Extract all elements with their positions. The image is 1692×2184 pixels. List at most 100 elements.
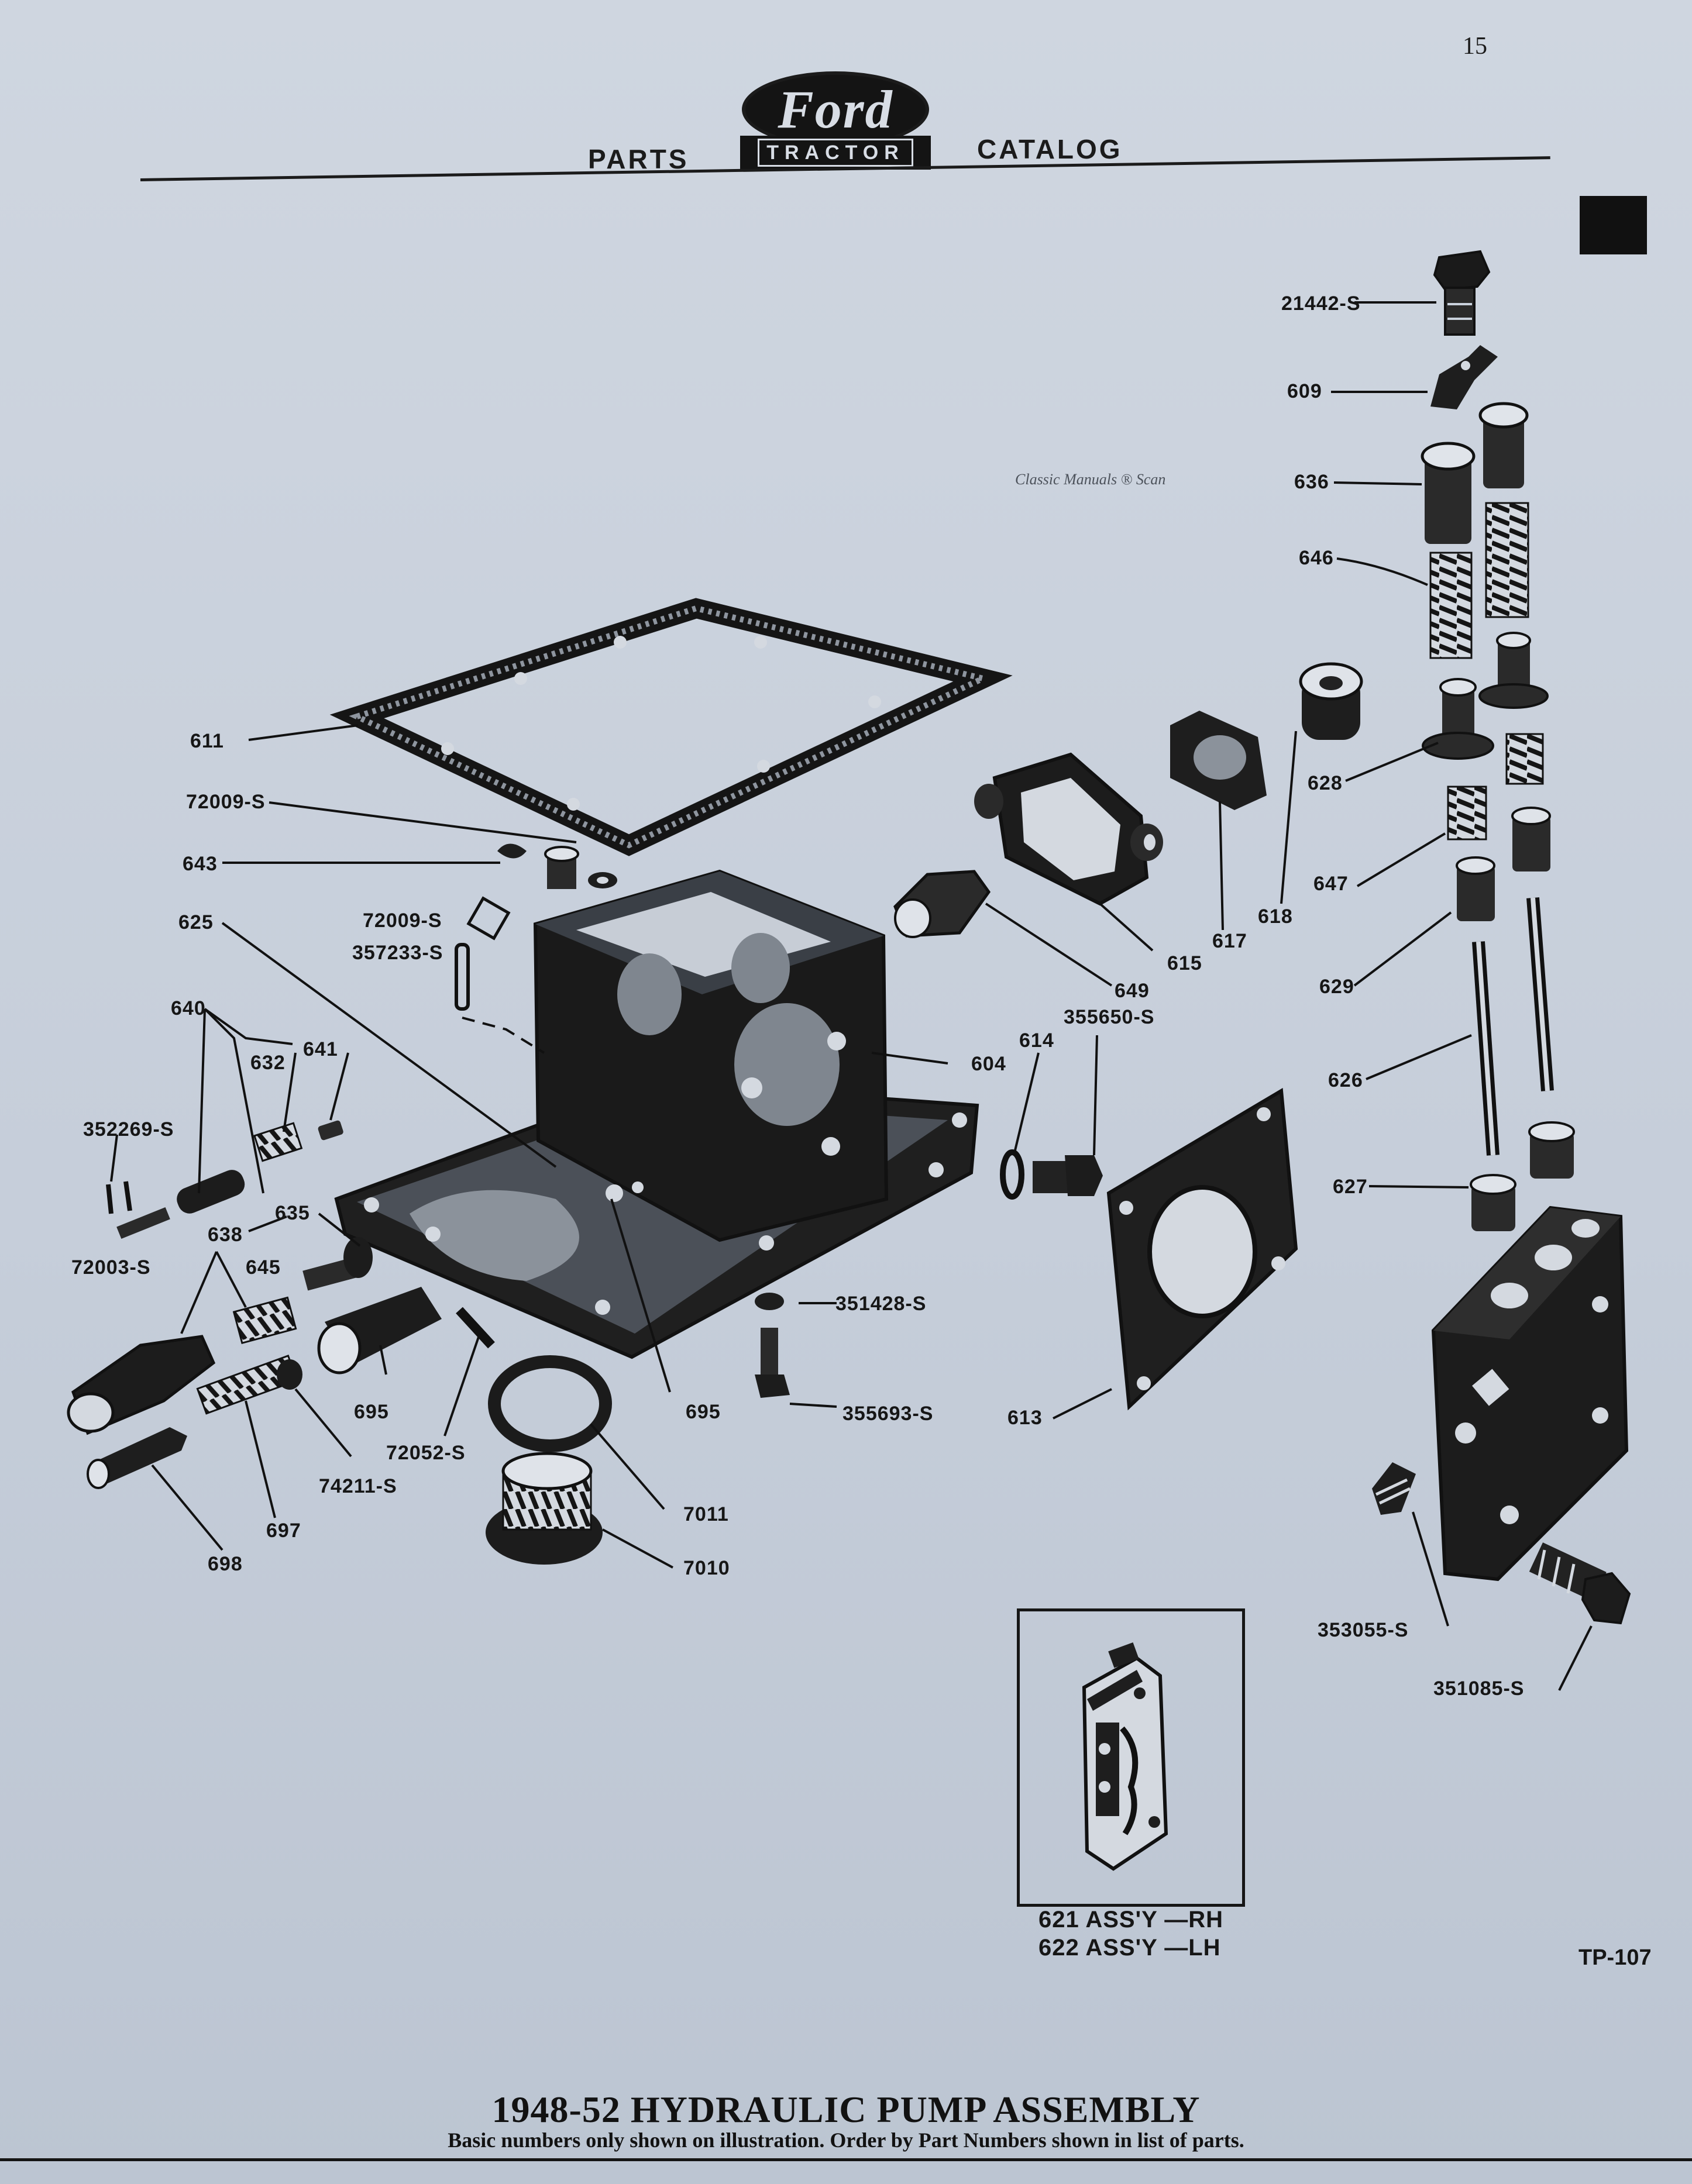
callout-357233s: 357233-S bbox=[352, 942, 443, 964]
callout-697: 697 bbox=[266, 1520, 301, 1542]
plug-627-left bbox=[1470, 1174, 1516, 1231]
ford-logo-script: Ford bbox=[778, 80, 893, 139]
callout-640: 640 bbox=[171, 997, 206, 1019]
page-number: 15 bbox=[1463, 33, 1487, 60]
plunger-640 bbox=[116, 1170, 245, 1239]
callout-609: 609 bbox=[1287, 380, 1322, 402]
callout-628: 628 bbox=[1308, 772, 1343, 794]
tractor-logo-text: TRACTOR bbox=[758, 139, 913, 167]
cap-629-left bbox=[1456, 856, 1495, 921]
spring-645 bbox=[232, 1296, 297, 1345]
callout-72009s-a: 72009-S bbox=[186, 791, 266, 813]
plunger-636-right bbox=[1478, 402, 1529, 488]
nut-351428s bbox=[755, 1293, 784, 1310]
callout-641: 641 bbox=[303, 1038, 338, 1060]
inset-caption-rh: 621 ASS'Y —RH bbox=[1038, 1907, 1223, 1932]
bolt-351085s bbox=[1529, 1542, 1631, 1625]
callout-72003s: 72003-S bbox=[71, 1256, 151, 1279]
callout-355693s: 355693-S bbox=[842, 1403, 934, 1425]
callout-626: 626 bbox=[1328, 1069, 1363, 1091]
pin-352269s bbox=[106, 1181, 132, 1214]
plate-code: TP-107 bbox=[1578, 1945, 1652, 1970]
tractor-logo-band: TRACTOR bbox=[740, 136, 931, 170]
scan-watermark: Classic Manuals ® Scan bbox=[1015, 471, 1166, 488]
callout-638: 638 bbox=[208, 1224, 243, 1246]
callout-698: 698 bbox=[208, 1553, 243, 1575]
bushing-618 bbox=[1299, 662, 1363, 740]
valve-chamber-block bbox=[1431, 1205, 1629, 1582]
callout-7011: 7011 bbox=[683, 1503, 729, 1525]
callout-351085s: 351085-S bbox=[1433, 1677, 1525, 1700]
callout-613: 613 bbox=[1007, 1407, 1043, 1429]
lever-609 bbox=[1430, 345, 1498, 409]
callout-636: 636 bbox=[1294, 471, 1329, 493]
bolt-355693s bbox=[755, 1328, 790, 1398]
bushing-643 bbox=[497, 843, 617, 889]
callout-629: 629 bbox=[1319, 976, 1354, 998]
seat-628-right bbox=[1478, 632, 1549, 709]
footer-subtitle: Basic numbers only shown on illustration… bbox=[448, 2128, 1244, 2152]
pump-housing-604 bbox=[334, 869, 979, 1359]
callout-614: 614 bbox=[1019, 1029, 1054, 1052]
callout-635: 635 bbox=[275, 1202, 310, 1224]
spring-647-right bbox=[1505, 733, 1544, 785]
callout-21442s: 21442-S bbox=[1281, 292, 1361, 315]
index-tab-square bbox=[1580, 196, 1647, 254]
callout-352269s: 352269-S bbox=[83, 1118, 174, 1141]
plunger-698 bbox=[87, 1427, 187, 1489]
retainer-74211s bbox=[277, 1359, 302, 1390]
leader-lines bbox=[110, 301, 1593, 1691]
callout-643: 643 bbox=[183, 853, 218, 875]
spring-647-left bbox=[1447, 786, 1487, 840]
plug-627-right bbox=[1528, 1121, 1575, 1179]
fitting-649 bbox=[893, 870, 991, 938]
seat-628-left bbox=[1422, 678, 1494, 760]
callout-604: 604 bbox=[971, 1053, 1006, 1075]
callout-695-right: 695 bbox=[686, 1401, 721, 1423]
callout-351428s: 351428-S bbox=[835, 1293, 927, 1315]
callout-645: 645 bbox=[246, 1256, 281, 1279]
callout-615: 615 bbox=[1167, 952, 1202, 974]
callout-72009s-b: 72009-S bbox=[363, 910, 442, 932]
bolt-21442s bbox=[1433, 250, 1491, 336]
callout-649: 649 bbox=[1115, 980, 1150, 1002]
callout-7010: 7010 bbox=[683, 1557, 730, 1579]
callout-695-left: 695 bbox=[354, 1401, 389, 1423]
valve-body-638 bbox=[67, 1335, 216, 1435]
spring-646-left bbox=[1429, 552, 1473, 659]
callout-625: 625 bbox=[178, 911, 214, 933]
seal-ring-7011 bbox=[488, 1355, 612, 1452]
callout-353055s: 353055-S bbox=[1318, 1619, 1409, 1641]
callout-618: 618 bbox=[1258, 905, 1293, 928]
rod-625-path bbox=[462, 1017, 545, 1054]
washer-614 bbox=[1000, 1149, 1024, 1200]
gasket-611 bbox=[329, 598, 1013, 856]
inset-caption: 621 ASS'Y —RH 622 ASS'Y —LH bbox=[1038, 1906, 1223, 1962]
inset-assembly-drawing bbox=[1082, 1642, 1168, 1871]
key-641 bbox=[318, 1120, 343, 1141]
sleeve-695 bbox=[317, 1287, 442, 1375]
callout-611: 611 bbox=[190, 730, 224, 752]
cap-7010 bbox=[486, 1452, 603, 1565]
callout-74211s: 74211-S bbox=[319, 1475, 397, 1497]
bolt-355650s bbox=[1033, 1155, 1103, 1196]
plunger-636-left bbox=[1421, 442, 1476, 544]
callout-617: 617 bbox=[1212, 930, 1247, 952]
inset-assembly-box bbox=[1017, 1608, 1245, 1907]
pin-357233s bbox=[455, 896, 511, 1011]
footer-title: 1948-52 HYDRAULIC PUMP ASSEMBLY bbox=[491, 2089, 1201, 2130]
pin-72052s bbox=[456, 1307, 495, 1349]
callout-647: 647 bbox=[1313, 873, 1349, 895]
footer-rule bbox=[0, 2158, 1692, 2161]
callout-627: 627 bbox=[1333, 1176, 1368, 1198]
inset-caption-lh: 622 ASS'Y —LH bbox=[1038, 1935, 1221, 1961]
gasket-613 bbox=[1106, 1087, 1298, 1411]
spring-646-right bbox=[1485, 502, 1529, 618]
callout-355650s: 355650-S bbox=[1064, 1006, 1155, 1028]
callout-72052s: 72052-S bbox=[386, 1442, 466, 1464]
cylinder-615 bbox=[974, 752, 1163, 906]
plug-353055s bbox=[1372, 1462, 1416, 1515]
valve-635 bbox=[302, 1237, 373, 1291]
